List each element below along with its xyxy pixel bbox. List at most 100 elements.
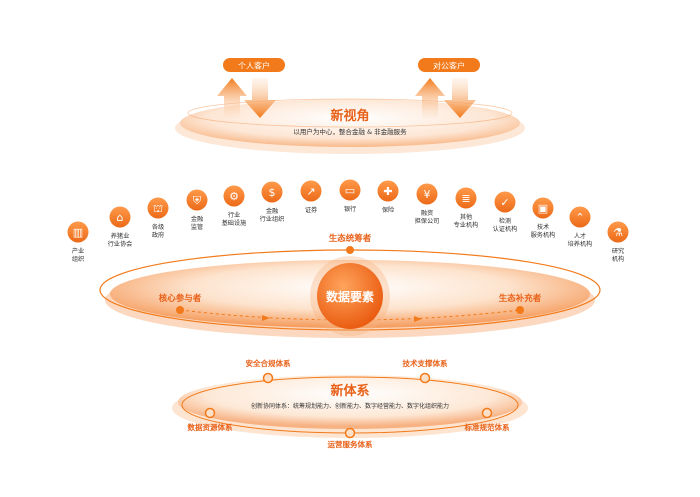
participant-label-line2: 行业协会 [108, 240, 133, 248]
microscope-icon: ⚗ [613, 226, 623, 239]
participant-label-line1: 产业 [72, 247, 84, 255]
participant-label-line2: 机构 [612, 255, 624, 263]
top-disk-ring [187, 98, 513, 128]
participant-9[interactable]: ✚ 保险 [377, 180, 399, 215]
participant-badge [607, 221, 629, 243]
participant-badge [377, 180, 399, 202]
participant-badge [261, 181, 283, 203]
participant-label-line1: 技术 [537, 223, 549, 231]
participant-badge [494, 191, 516, 213]
node-standard-spec[interactable] [481, 407, 493, 419]
participant-label-line1: 金融 [191, 215, 203, 223]
node-data-resource[interactable] [204, 407, 216, 419]
participant-label-line1: 银行 [344, 205, 356, 213]
node-operation-service[interactable] [344, 427, 356, 439]
participant-label-line2: 服务机构 [531, 231, 556, 239]
house-icon: ⌂ [117, 211, 124, 224]
participant-label-line1: 检测 [499, 217, 511, 225]
middle-section: 生态统筹者 核心参与者 生态补充者 数据要素 [99, 233, 601, 338]
participant-8[interactable]: ▭ 银行 [339, 179, 361, 214]
insurance-icon: ✚ [383, 185, 392, 198]
pill-corporate-client[interactable] [418, 58, 480, 72]
top-section: 个人客户 对公客户 新视角 以用户为中心，整合金融 & 非金融服务 [175, 58, 525, 154]
participant-badge [67, 221, 89, 243]
bottom-section: 新体系 创新协同体系：统筹规划能力、创新能力、数字经营能力、数字化组织能力 安全… [172, 358, 528, 449]
building-icon: ▥ [73, 226, 83, 239]
graduation-cap-icon: ⌃ [575, 211, 584, 224]
shield-icon: ⛨ [193, 194, 202, 207]
chart-icon: ↗ [306, 185, 315, 198]
pill-personal-client[interactable] [223, 58, 285, 72]
participant-label-line2: 担保公司 [415, 217, 440, 225]
flow-arrow-1 [262, 315, 270, 321]
top-title: 新视角 [330, 108, 369, 124]
participant-badge [186, 189, 208, 211]
participant-label-line1: 其他 [460, 213, 472, 221]
bottom-title: 新体系 [330, 383, 369, 399]
bottom-disk [178, 375, 522, 429]
participant-badge [416, 183, 438, 205]
document-icon: ≣ [461, 192, 470, 205]
participant-label-line2: 行业组织 [260, 215, 285, 223]
pill-corporate-client-label: 对公客户 [433, 61, 465, 71]
node-security-compliance[interactable] [262, 372, 274, 384]
money-bag-icon: $ [269, 186, 276, 199]
arrow-down-right [444, 78, 476, 118]
top-subtitle: 以用户为中心，整合金融 & 非金融服务 [293, 127, 407, 136]
chip-icon: ▣ [538, 202, 548, 215]
participant-7[interactable]: ↗证券 [300, 180, 322, 215]
participant-label-line1: 养猪业 [111, 232, 130, 240]
arrow-up-left [217, 78, 247, 118]
participant-badge [300, 180, 322, 202]
certificate-icon: ✓ [500, 196, 509, 209]
participant-icon-arc: ▥产业组织⌂养猪业行业协会⛫各级政府⛨金融监管⚙行业基础设施$金融行业组织↗证券… [67, 179, 629, 264]
node-ecosystem-coordinator[interactable] [346, 246, 354, 254]
pill-personal-client-label: 个人客户 [238, 61, 270, 71]
participant-badge [109, 206, 131, 228]
participant-label-line2: 组织 [72, 255, 84, 263]
participant-label-line1: 各级 [152, 223, 164, 231]
participant-label-line2: 培养机构 [568, 240, 593, 248]
node-core-participant[interactable] [176, 306, 184, 314]
participant-label-line2: 政府 [152, 231, 164, 239]
node-tech-support[interactable] [419, 372, 431, 384]
participant-label-line1: 保险 [382, 206, 395, 214]
participant-badge [532, 197, 554, 219]
participant-label-line2: 专业机构 [454, 221, 479, 229]
participant-badge [223, 185, 245, 207]
label-ecosystem-coordinator: 生态统筹者 [329, 233, 372, 244]
government-icon: ⛫ [153, 202, 163, 215]
participant-label-line1: 行业 [228, 211, 240, 219]
label-standard-spec: 标准规范体系 [464, 422, 510, 432]
label-data-resource: 数据资源体系 [188, 422, 233, 432]
card-icon: ▭ [345, 184, 355, 197]
label-tech-support: 技术支撑体系 [403, 358, 448, 368]
participant-label-line2: 认证机构 [493, 225, 518, 233]
participant-label-line2: 基础设施 [222, 219, 247, 227]
bottom-subtitle: 创新协同体系：统筹规划能力、创新能力、数字经营能力、数字化组织能力 [251, 402, 449, 410]
gear-icon: ⚙ [229, 190, 239, 203]
data-element-ball[interactable] [317, 263, 383, 329]
participant-label-line1: 研究 [612, 247, 624, 255]
participant-badge [569, 206, 591, 228]
data-element-label: 数据要素 [326, 289, 374, 304]
flow-arrow-2 [414, 316, 422, 322]
participant-label-line2: 监管 [191, 223, 203, 231]
participant-label-line1: 金融 [266, 207, 278, 215]
arrow-up-right [415, 78, 445, 118]
node-ecosystem-supplement[interactable] [516, 306, 524, 314]
participant-label-line1: 融资 [421, 209, 433, 217]
